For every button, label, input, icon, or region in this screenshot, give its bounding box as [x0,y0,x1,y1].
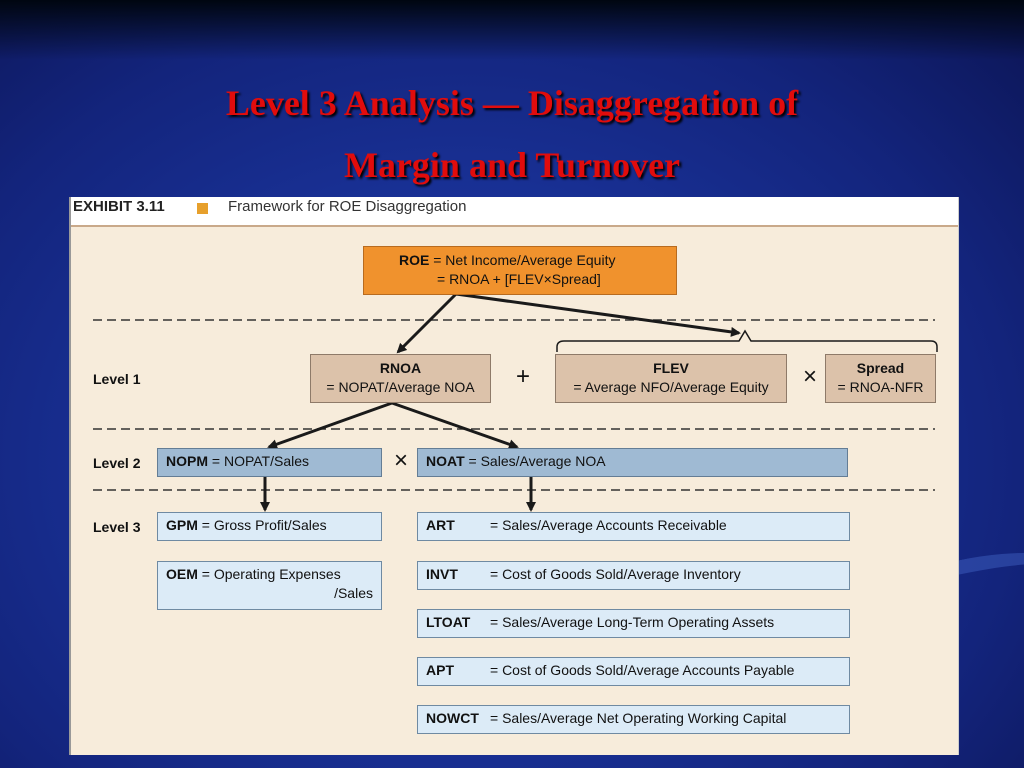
oem-formula-1: = Operating Expenses [197,566,341,582]
roe-formula-1: = Net Income/Average Equity [433,252,616,268]
title-line-2: Margin and Turnover [343,145,681,185]
noat-box: NOAT = Sales/Average NOA [417,448,848,477]
oem-formula-2: /Sales [334,585,373,601]
title-line-1: Level 3 Analysis — Disaggregation of [225,83,799,123]
spread-name: Spread [856,360,905,376]
flev-formula: = Average NFO/Average Equity [573,379,769,395]
apt-name: APT [426,662,454,678]
oem-line-1: OEM = Operating Expenses [166,565,373,584]
invt-formula: = Cost of Goods Sold/Average Inventory [490,566,741,582]
times-operator-1: × [803,363,818,390]
brace-flev-spread [556,329,938,352]
nowct-name: NOWCT [426,710,479,726]
roe-line-1: ROE = Net Income/Average Equity [399,251,676,270]
exhibit-number: EXHIBIT 3.11 [73,198,165,215]
exhibit-header: EXHIBIT 3.11 Framework for ROE Disaggreg… [71,197,958,227]
gpm-box: GPM = Gross Profit/Sales [157,512,382,541]
slide-title: Level 3 Analysis — Disaggregation of Mar… [0,72,1024,196]
art-formula: = Sales/Average Accounts Receivable [490,517,727,533]
plus-operator: + [516,363,531,390]
arrow-rnoa-to-noat [391,401,519,450]
apt-formula: = Cost of Goods Sold/Average Accounts Pa… [490,662,795,678]
apt-box: APT = Cost of Goods Sold/Average Accounts… [417,657,850,686]
flev-box: FLEV = Average NFO/Average Equity [555,354,787,403]
level-3-label: Level 3 [93,519,141,535]
rnoa-name: RNOA [379,360,422,376]
oem-box: OEM = Operating Expenses /Sales [157,561,382,610]
spread-formula: = RNOA-NFR [837,379,924,395]
top-shade [0,0,1024,60]
arrow-roe-to-rnoa [396,292,458,354]
arrow-rnoa-to-nopm [267,401,393,450]
connectors-layer [93,292,938,512]
level-1-label: Level 1 [93,371,141,387]
nowct-formula: = Sales/Average Net Operating Working Ca… [490,710,787,726]
rnoa-box: RNOA = NOPAT/Average NOA [310,354,491,403]
oem-name: OEM [166,566,198,582]
ltoat-formula: = Sales/Average Long-Term Operating Asse… [490,614,775,630]
level-2-label: Level 2 [93,455,141,471]
art-name: ART [426,517,455,533]
art-box: ART = Sales/Average Accounts Receivable [417,512,850,541]
roe-box: ROE = Net Income/Average Equity = RNOA +… [363,246,677,295]
noat-name: NOAT [426,453,465,469]
ltoat-name: LTOAT [426,614,471,630]
gpm-name: GPM [166,517,198,533]
gpm-formula: = Gross Profit/Sales [197,517,327,533]
roe-name: ROE [399,252,430,268]
nowct-box: NOWCT = Sales/Average Net Operating Worki… [417,705,850,734]
roe-formula-2: = RNOA + [FLEV×Spread] [437,271,601,287]
exhibit-figure: EXHIBIT 3.11 Framework for ROE Disaggreg… [69,197,959,755]
flev-name: FLEV [653,360,689,376]
invt-name: INVT [426,566,458,582]
noat-formula: = Sales/Average NOA [464,453,606,469]
spread-box: Spread = RNOA-NFR [825,354,936,403]
rnoa-formula: = NOPAT/Average NOA [326,379,475,395]
arrow-roe-to-flev [455,292,741,337]
nopm-formula: = NOPAT/Sales [208,453,310,469]
square-bullet-icon [197,203,208,214]
nopm-name: NOPM [166,453,208,469]
nopm-box: NOPM = NOPAT/Sales [157,448,382,477]
invt-box: INVT = Cost of Goods Sold/Average Invento… [417,561,850,590]
exhibit-caption: Framework for ROE Disaggregation [228,198,467,215]
times-operator-2: × [394,447,409,474]
ltoat-box: LTOAT = Sales/Average Long-Term Operating… [417,609,850,638]
